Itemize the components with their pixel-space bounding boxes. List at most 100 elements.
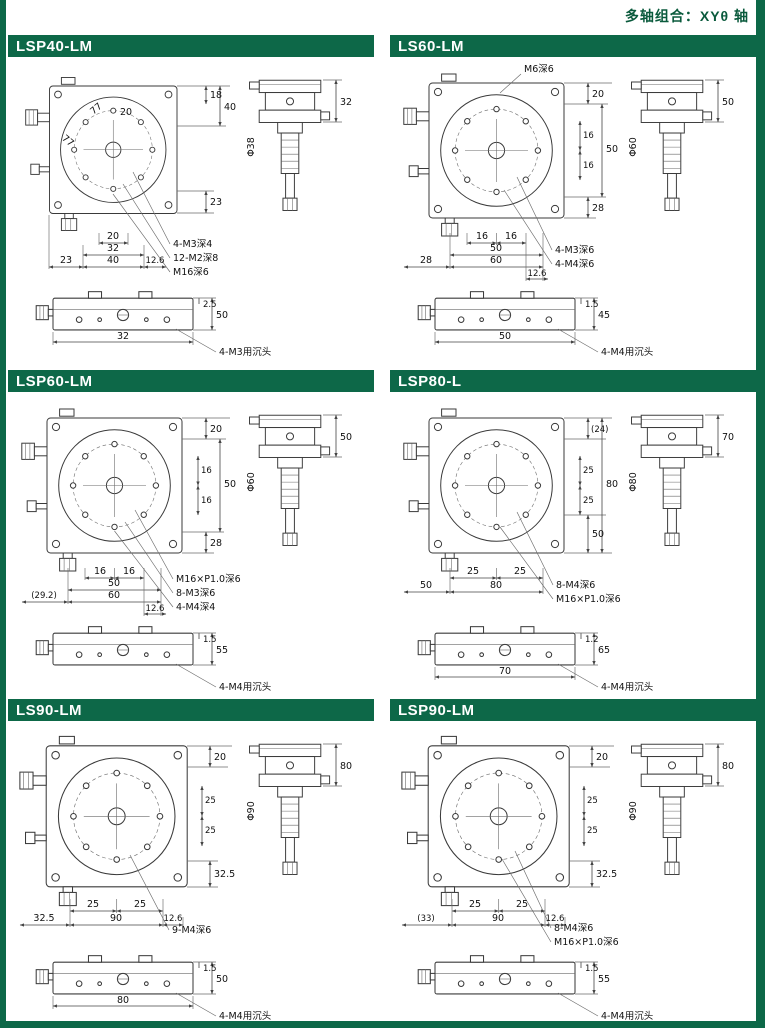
- bottom-width-label: 32: [117, 331, 129, 342]
- dim-label-bottom-90: 90: [492, 913, 504, 924]
- bottom-thickness-label: 1.5: [203, 635, 217, 645]
- panel-lsp80-header: LSP80-L: [390, 370, 756, 392]
- panel-lsp60-header: LSP60-LM: [8, 370, 374, 392]
- bottom-width-label: 50: [499, 331, 511, 342]
- dim-label-right-32-5: 32.5: [214, 869, 235, 880]
- bottom-width-label: 70: [499, 666, 511, 677]
- dim-label-bottom-33: (33): [417, 914, 434, 924]
- bottom-thickness-label: 2.5: [203, 300, 217, 310]
- dim-label-bottom-16b: 16: [505, 231, 517, 242]
- bottom-thickness-label: 1.5: [585, 300, 599, 310]
- panel-lsp90-lm: LSP90-LM: [390, 699, 756, 1023]
- panel-lsp60-lm: LSP60-LM: [8, 370, 374, 694]
- dim-label-right-25b: 25: [205, 826, 216, 836]
- dim-label-right-16b: 16: [201, 496, 212, 506]
- side-height-label: 70: [722, 432, 734, 443]
- dim-label-bottom-60: 60: [108, 590, 120, 601]
- stage-top-view: [25, 77, 178, 231]
- leader-label-2: 4-M4深6: [555, 259, 594, 270]
- dim-label-bottom-29-2: (29.2): [31, 591, 57, 601]
- stage-side-view: [631, 743, 713, 875]
- diameter-label: Φ80: [628, 472, 639, 492]
- side-height-label: 80: [340, 761, 352, 772]
- bottom-leader-label: 4-M4用沉头: [601, 346, 653, 357]
- panel-title: LSP90-LM: [398, 701, 475, 719]
- bottom-height-label: 50: [216, 974, 228, 985]
- stage-bottom-view: [35, 291, 194, 331]
- stage-side-view: [631, 414, 713, 546]
- panel-title: LSP40-LM: [16, 37, 93, 55]
- dim-label-right-25a: 25: [587, 796, 598, 806]
- dim-label-bottom-50: 50: [108, 578, 120, 589]
- stage-top-view: [21, 408, 183, 572]
- dim-label-right-20: 20: [210, 424, 222, 435]
- dim-label-right-25a: 25: [205, 796, 216, 806]
- side-height-label: 32: [340, 97, 352, 108]
- panel-title: LS60-LM: [398, 37, 465, 55]
- bottom-height-label: 65: [598, 645, 610, 656]
- dim-label-bottom-25a: 25: [469, 899, 481, 910]
- leader-label-1: 4-M3深6: [555, 245, 594, 256]
- lsp80-technical-drawing: (24) 25 25 80 50 8-M4深6 M16×P1.0深6 25 25…: [403, 408, 734, 692]
- stage-side-view: [249, 414, 331, 546]
- panel-ls90-header: LS90-LM: [8, 699, 374, 721]
- dim-label-bottom-16a: 16: [94, 566, 106, 577]
- stage-top-view: [401, 735, 570, 907]
- leader-label-1: 4-M3深4: [173, 239, 212, 250]
- leader-label-2: 12-M2深8: [173, 253, 218, 264]
- leader-label-1: 9-M4深6: [172, 925, 211, 936]
- panel-ls60-header: LS60-LM: [390, 35, 756, 57]
- dim-label-bottom-25b: 25: [516, 899, 528, 910]
- page-corner-note: 多轴组合：XYθ 轴: [624, 8, 749, 24]
- bottom-leader-label: 4-M4用沉头: [219, 681, 271, 692]
- dim-label-right-20: 20: [596, 752, 608, 763]
- lsp90-technical-drawing: 20 25 25 32.5 8-M4深6 M16×P1.0深6 25 25 (3…: [401, 735, 734, 1021]
- side-height-label: 50: [722, 97, 734, 108]
- leader-label-1: M16×P1.0深6: [176, 574, 241, 585]
- dim-label-right-32-5: 32.5: [596, 869, 617, 880]
- panel-ls60-lm: LS60-LM: [390, 35, 756, 359]
- dimension-lines: [403, 414, 724, 688]
- dim-label-bottom-60: 60: [490, 255, 502, 266]
- dim-label-right-28: 28: [592, 203, 604, 214]
- diameter-label: Φ60: [628, 137, 639, 157]
- dimension-lines: [19, 743, 342, 1017]
- dim-label-right-25b: 25: [587, 826, 598, 836]
- dim-label-right-25a: 25: [583, 466, 594, 476]
- stage-bottom-view: [35, 955, 194, 995]
- dim-label-bottom-32: 32: [107, 243, 119, 254]
- dim-label-20-top: 20: [120, 107, 132, 118]
- diameter-label: Φ38: [246, 137, 257, 157]
- dim-label-right-50: 50: [592, 529, 604, 540]
- bottom-height-label: 55: [216, 645, 228, 656]
- stage-side-view: [249, 79, 331, 211]
- leader-label-3: 4-M4深4: [176, 602, 215, 613]
- dim-label-right-50: 50: [606, 144, 618, 155]
- panel-title: LSP60-LM: [16, 372, 93, 390]
- panel-lsp40-header: LSP40-LM: [8, 35, 374, 57]
- stage-bottom-view: [35, 626, 194, 666]
- dim-label-bottom-23: 23: [60, 255, 72, 266]
- dim-label-bottom-50: 50: [420, 580, 432, 591]
- leader-label-2: M16×P1.0深6: [554, 937, 619, 948]
- diameter-label: Φ60: [246, 472, 257, 492]
- bottom-width-label: 80: [117, 995, 129, 1006]
- dim-label-right-16a: 16: [201, 466, 212, 476]
- page-border-right: [756, 0, 765, 1028]
- dimension-lines: [401, 743, 724, 1017]
- panel-ls90-lm: LS90-LM: [8, 699, 374, 1023]
- dimension-lines: [21, 414, 342, 688]
- dim-label-right-80: 80: [606, 479, 618, 490]
- bottom-height-label: 50: [216, 310, 228, 321]
- stage-bottom-view: [417, 626, 576, 666]
- dim-label-bottom-28: 28: [420, 255, 432, 266]
- leader-label-3: M16深6: [173, 267, 209, 278]
- panel-lsp90-header: LSP90-LM: [390, 699, 756, 721]
- page-border-left: [0, 0, 6, 1028]
- dim-label-bottom-12-6: 12.6: [146, 256, 165, 266]
- diameter-label: Φ90: [246, 801, 257, 821]
- side-height-label: 80: [722, 761, 734, 772]
- dim-label-bottom-20: 20: [107, 231, 119, 242]
- dim-label-bottom-12-6: 12.6: [546, 914, 565, 924]
